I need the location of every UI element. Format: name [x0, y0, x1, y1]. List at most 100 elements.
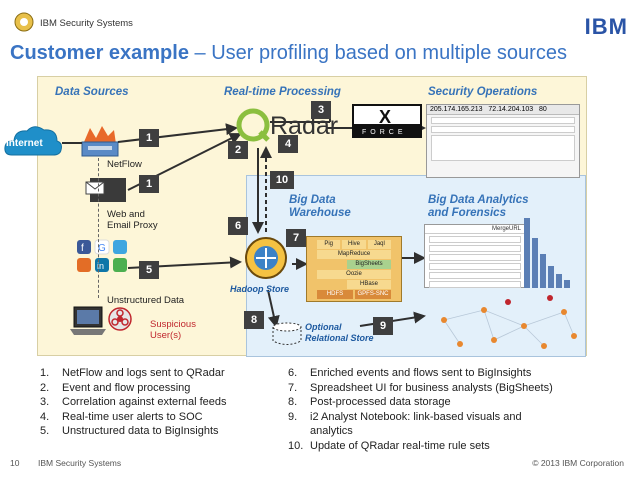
list-item: 3. Correlation against external feeds: [40, 395, 226, 410]
step-number: 9.: [288, 410, 298, 423]
title-rest: – User profiling based on multiple sourc…: [188, 42, 567, 64]
email-proxy-icon: [84, 176, 128, 209]
section-secops: Security Operations: [428, 86, 538, 98]
stack-bigsheets: BigSheets: [347, 260, 391, 269]
suspicious-line1: Suspicious: [150, 319, 196, 330]
step-number: 6.: [288, 367, 298, 379]
stack-hdfs: HDFS: [317, 290, 353, 299]
ibm-security-logo-icon: [14, 12, 34, 32]
stack-mapreduce: MapReduce: [317, 250, 391, 259]
warehouse-line2: Warehouse: [289, 207, 351, 219]
port-value: 80: [539, 106, 547, 113]
step-badge: 4: [278, 135, 298, 153]
list-item: 2. Event and flow processing: [40, 381, 226, 396]
sheet-row: [429, 236, 521, 243]
log-line: [431, 117, 575, 124]
log-line: [431, 126, 575, 133]
step-text: Unstructured data to BigInsights: [62, 425, 219, 437]
section-data-sources: Data Sources: [55, 86, 129, 98]
web-email-line1: Web and: [107, 209, 145, 220]
step-text: NetFlow and logs sent to QRadar: [62, 367, 225, 379]
list-item: 1. NetFlow and logs sent to QRadar: [40, 366, 226, 381]
footer-copyright: © 2013 IBM Corporation: [532, 458, 624, 468]
sheet-row: [429, 254, 521, 261]
step-number: 8.: [288, 396, 298, 408]
step-text: Enriched events and flows sent to BigIns…: [310, 367, 532, 379]
svg-text:X: X: [379, 107, 391, 127]
step-number: 10.: [288, 439, 304, 452]
unstructured-label: Unstructured Data: [107, 295, 185, 306]
stack-hive: Hive: [342, 240, 366, 249]
steps-right: 6. Enriched events and flows sent to BigI…: [288, 366, 553, 453]
firewall-icon: [80, 124, 120, 163]
sheet-row: [429, 263, 521, 270]
step-badge: 1: [139, 129, 159, 147]
biginsights-stack: Pig Hive Jaql MapReduce BigSheets Oozie …: [306, 236, 402, 302]
list-item: 9. i2 Analyst Notebook: link-based visual…: [288, 410, 553, 425]
stack-oozie: Oozie: [317, 270, 391, 279]
step-text: i2 Analyst Notebook: link-based visuals …: [310, 410, 522, 423]
analytics-line2: and Forensics: [428, 207, 506, 219]
list-item: 6. Enriched events and flows sent to BigI…: [288, 366, 553, 381]
xforce-logo-icon: X FORCE: [352, 104, 422, 138]
svg-text:FORCE: FORCE: [362, 129, 407, 136]
netflow-label: NetFlow: [107, 159, 142, 170]
list-item: 5. Unstructured data to BigInsights: [40, 424, 226, 439]
list-item: 8. Post-processed data storage: [288, 395, 553, 410]
list-item: 7. Spreadsheet UI for business analysts (…: [288, 381, 553, 396]
step-text: Update of QRadar real-time rule sets: [310, 439, 490, 452]
analytics-bar-chart: [520, 208, 580, 297]
page-number: 10: [10, 458, 20, 468]
ip-dest: 72.14.204.103: [488, 106, 534, 113]
list-item: 10. Update of QRadar real-time rule sets: [288, 439, 553, 454]
step-text: analytics: [310, 425, 353, 437]
laptop-icon: [68, 305, 108, 342]
step-text: Post-processed data storage: [310, 396, 451, 408]
ip-bar: 205.174.165.213 72.14.204.103 80: [427, 105, 579, 115]
step-text: Spreadsheet UI for business analysts (Bi…: [310, 381, 553, 394]
list-item: 4. Real-time user alerts to SOC: [40, 410, 226, 425]
step-badge: 9: [373, 317, 393, 335]
qradar-logo-icon: [236, 108, 270, 147]
ip-source: 205.174.165.213: [430, 106, 483, 113]
svg-text:G: G: [98, 243, 106, 254]
step-badge: 7: [286, 229, 306, 247]
stack-gpfs: GPFS-SNC: [355, 290, 391, 299]
stack-pig: Pig: [317, 240, 341, 249]
link-graph: [424, 290, 584, 359]
step-badge: 2: [228, 141, 248, 159]
sheet-row: [429, 281, 521, 288]
sheet-row: [429, 272, 521, 279]
ibm-logo: IBM: [584, 14, 628, 39]
svg-text:in: in: [97, 261, 104, 271]
step-text: Real-time user alerts to SOC: [62, 410, 203, 423]
list-item: analytics: [288, 424, 553, 439]
biohazard-icon: [108, 307, 132, 336]
analytics-line1: Big Data Analytics: [428, 194, 529, 206]
step-badge: 1: [139, 175, 159, 193]
step-text: Event and flow processing: [62, 381, 191, 394]
internet-cloud-icon: [2, 121, 64, 168]
warehouse-line1: Big Data: [289, 194, 336, 206]
database-icon: [271, 322, 303, 351]
stack-hbase: HBase: [347, 280, 391, 289]
data-sources-connector: [98, 158, 99, 298]
bigsheets-screenshot: MergeURL: [424, 224, 526, 288]
step-number: 7.: [288, 381, 298, 394]
step-number: 3.: [40, 396, 50, 408]
secops-screenshot: 205.174.165.213 72.14.204.103 80: [426, 104, 580, 178]
step-number: 5.: [40, 425, 50, 437]
stack-jaql: Jaql: [367, 240, 391, 249]
step-number: 4.: [40, 410, 50, 423]
log-block: [431, 135, 575, 161]
step-number: 2.: [40, 381, 50, 394]
internet-label: Internet: [6, 138, 43, 149]
step-number: 1.: [40, 367, 50, 379]
page-title: Customer example – User profiling based …: [10, 42, 567, 65]
step-badge: 5: [139, 261, 159, 279]
step-text: Correlation against external feeds: [62, 396, 227, 408]
hadoop-logo-icon: [240, 234, 292, 287]
